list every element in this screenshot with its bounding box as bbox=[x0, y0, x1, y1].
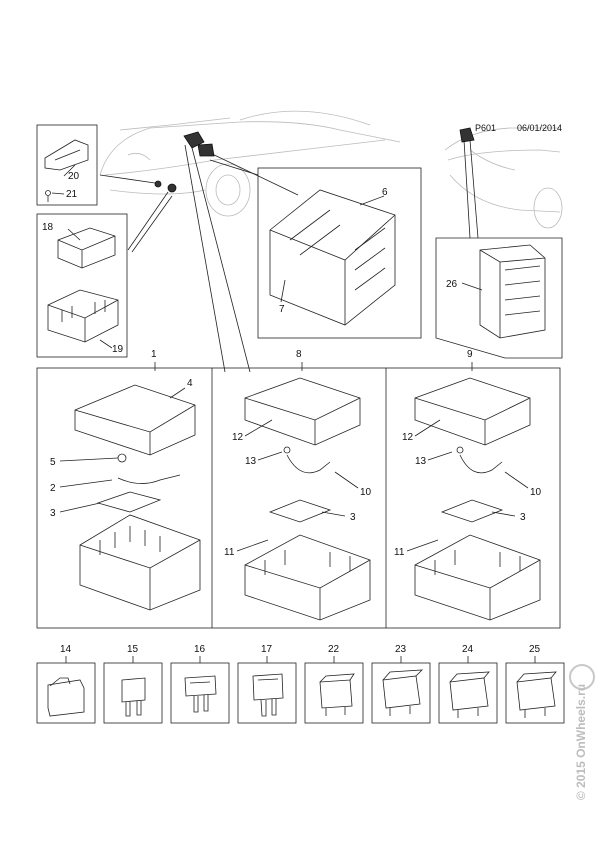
watermark: © 2015 OnWheels.ru bbox=[566, 660, 596, 840]
part-22-small-relay bbox=[319, 673, 355, 716]
watermark-text: © 2015 OnWheels.ru bbox=[574, 683, 588, 801]
assembly-8 bbox=[244, 377, 371, 621]
part-number-25: 25 bbox=[529, 644, 541, 655]
callout-1: 1 bbox=[151, 349, 157, 360]
callout-leaders bbox=[51, 164, 529, 552]
callout-6: 6 bbox=[382, 187, 388, 198]
callout-9: 9 bbox=[467, 349, 473, 360]
callout-10-b: 10 bbox=[530, 487, 542, 498]
assembly-frame bbox=[36, 367, 561, 629]
relay-block-box bbox=[435, 237, 563, 359]
fuse-block-6-7 bbox=[269, 189, 396, 326]
part-number-14: 14 bbox=[60, 644, 72, 655]
callout-10-a: 10 bbox=[360, 487, 372, 498]
callout-3-b: 3 bbox=[350, 512, 356, 523]
bracket-part bbox=[44, 139, 89, 202]
callout-13-b: 13 bbox=[415, 456, 427, 467]
callout-4: 4 bbox=[187, 378, 193, 389]
callout-12-b: 12 bbox=[402, 432, 414, 443]
car-front-sketch bbox=[99, 110, 401, 217]
opel-logo-icon bbox=[569, 664, 595, 690]
relay-block-26 bbox=[479, 244, 546, 339]
part-24-relay bbox=[449, 671, 490, 718]
bottom-part-boxes bbox=[36, 656, 565, 724]
callout-18: 18 bbox=[42, 222, 54, 233]
callout-19: 19 bbox=[112, 344, 124, 355]
part-number-17: 17 bbox=[261, 644, 273, 655]
fuse-block-box bbox=[257, 167, 422, 339]
callout-3-c: 3 bbox=[520, 512, 526, 523]
assembly-9 bbox=[414, 377, 541, 621]
part-number-23: 23 bbox=[395, 644, 407, 655]
callout-21: 21 bbox=[66, 189, 78, 200]
callout-11-b: 11 bbox=[394, 547, 405, 558]
bracket-box bbox=[36, 124, 98, 206]
callout-5: 5 bbox=[50, 457, 56, 468]
base-part-19 bbox=[47, 289, 119, 343]
callout-11-a: 11 bbox=[224, 547, 235, 558]
cover-box bbox=[36, 213, 128, 358]
part-number-24: 24 bbox=[462, 644, 474, 655]
cover-part-18 bbox=[57, 227, 116, 269]
part-number-22: 22 bbox=[328, 644, 340, 655]
part-23-relay bbox=[382, 669, 424, 716]
leader-lines bbox=[99, 139, 479, 373]
part-number-15: 15 bbox=[127, 644, 139, 655]
callout-8: 8 bbox=[296, 349, 302, 360]
header-ref: P601 bbox=[475, 123, 496, 133]
callout-2: 2 bbox=[50, 483, 56, 494]
assembly-1 bbox=[74, 384, 201, 611]
part-25-relay bbox=[516, 671, 557, 718]
part-15-mini-fuse bbox=[121, 677, 146, 717]
header-date: 06/01/2014 bbox=[517, 123, 562, 133]
callout-7: 7 bbox=[279, 304, 285, 315]
callout-12-a: 12 bbox=[232, 432, 244, 443]
part-17-maxi-fuse bbox=[252, 673, 284, 717]
harness-connectors bbox=[154, 127, 475, 193]
callout-20: 20 bbox=[68, 171, 80, 182]
part-14-fuse-box bbox=[47, 677, 85, 717]
callout-13-a: 13 bbox=[245, 456, 257, 467]
part-number-16: 16 bbox=[194, 644, 206, 655]
callout-3-a: 3 bbox=[50, 508, 56, 519]
car-rear-sketch bbox=[444, 127, 563, 229]
part-16-atc-fuse bbox=[184, 675, 217, 713]
callout-26: 26 bbox=[446, 279, 458, 290]
